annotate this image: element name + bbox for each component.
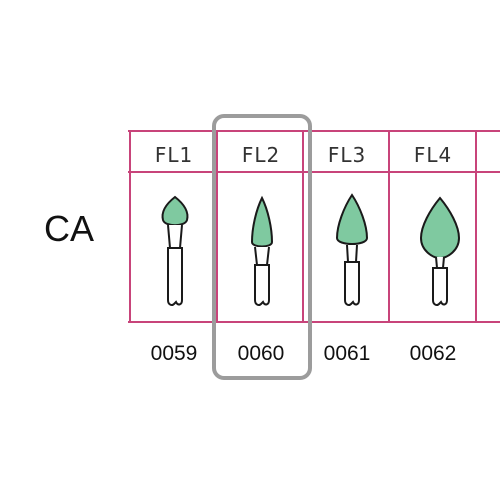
column-header-fl3: FL3 xyxy=(327,143,367,167)
bur-fl3-tip xyxy=(335,193,369,245)
column-header-fl4: FL4 xyxy=(413,143,453,167)
bur-fl4-shank xyxy=(432,267,448,306)
bur-fl4-drawing xyxy=(419,196,461,306)
bur-fl2-drawing xyxy=(250,195,274,306)
bur-fl3-neck xyxy=(346,244,358,263)
bur-fl3-shank xyxy=(344,261,360,306)
product-code-0060: 0060 xyxy=(237,342,285,365)
bur-fl4-neck xyxy=(435,256,445,269)
product-code-0059: 0059 xyxy=(150,342,198,365)
bur-fl1-tip xyxy=(161,195,189,227)
bur-fl1-drawing xyxy=(161,195,189,306)
product-code-0061: 0061 xyxy=(323,342,371,365)
bur-fl2-tip xyxy=(250,195,274,248)
bur-fl2-shank xyxy=(254,264,270,306)
column-header-fl1: FL1 xyxy=(154,143,194,167)
bur-fl1-shank xyxy=(167,247,183,306)
product-code-0062: 0062 xyxy=(409,342,457,365)
bur-fl3-drawing xyxy=(335,193,369,306)
row-label: CA xyxy=(44,208,95,249)
selected-column-frame[interactable] xyxy=(212,114,312,380)
bur-fl1-neck xyxy=(167,224,183,249)
column-header-fl2: FL2 xyxy=(241,143,281,167)
bur-fl4-tip xyxy=(419,196,461,260)
